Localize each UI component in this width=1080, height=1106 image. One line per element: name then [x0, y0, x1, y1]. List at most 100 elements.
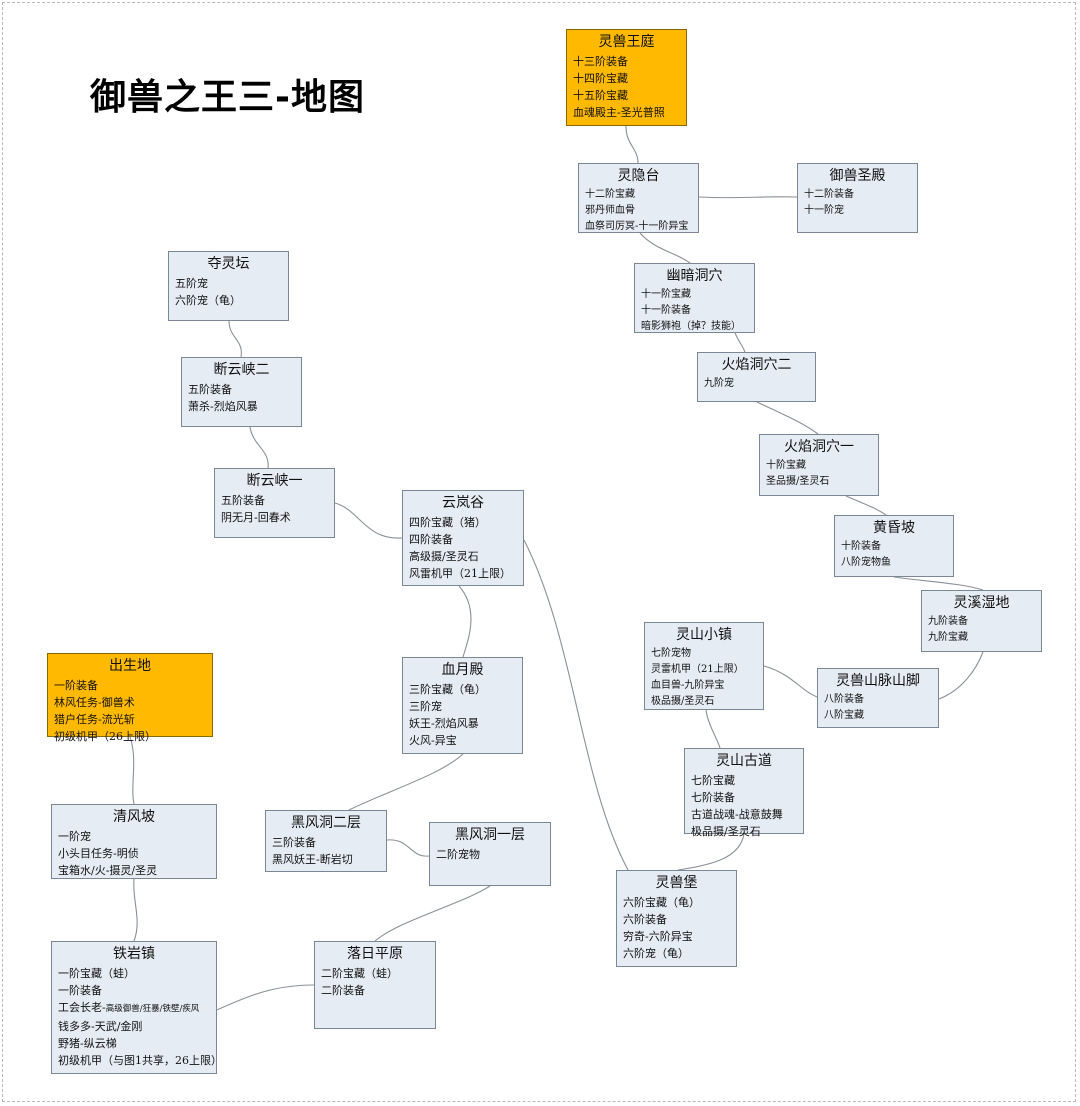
link-xueyuedian-heifeng2 — [348, 753, 464, 811]
node-detail-text: 极品摄/圣灵石 — [651, 696, 715, 707]
node-detail-line: 十阶宝藏 — [766, 458, 872, 474]
node-detail-line: 阴无月-回春术 — [221, 509, 328, 526]
node-detail-subtext: 高级御兽/狂暴/铁壁/疾风 — [105, 1004, 200, 1014]
node-detail-text: 钱多多-天武/金刚 — [58, 1020, 143, 1033]
node-details: 八阶装备八阶宝藏 — [824, 692, 932, 724]
node-detail-text: 五阶装备 — [188, 383, 232, 396]
node-huanghunpo: 黄昏坡十阶装备八阶宠物鱼 — [834, 515, 954, 577]
node-detail-line: 穷奇-六阶异宝 — [623, 928, 730, 945]
node-detail-line: 四阶装备 — [409, 531, 517, 548]
node-detail-text: 十一阶装备 — [641, 305, 691, 316]
node-lingshoubao: 灵兽堡六阶宝藏（龟） 六阶装备穷奇-六阶异宝六阶宠（龟） — [616, 870, 737, 967]
node-details: 十三阶装备十四阶宝藏十五阶宝藏血魂殿主-圣光普照 — [573, 53, 680, 121]
node-detail-text: 七阶宝藏 — [691, 774, 735, 787]
node-detail-text: 一阶装备 — [54, 679, 98, 692]
node-lingshanxiaozhen: 灵山小镇七阶宠物灵雷机甲（21上限）血目兽-九阶异宝极品摄/圣灵石 — [644, 622, 764, 710]
node-detail-line: 萧杀-烈焰风暴 — [188, 398, 295, 415]
node-title: 幽暗洞穴 — [666, 268, 723, 284]
node-detail-line: 六阶宝藏（龟） — [623, 894, 730, 911]
link-youandongxue-huoyan2 — [734, 332, 746, 353]
node-detail-text: 一阶宠 — [58, 830, 91, 843]
node-detail-text: 四阶装备 — [409, 533, 453, 546]
link-huanghunpo-lingxi — [893, 576, 984, 591]
node-duanyunxia1: 断云峡一五阶装备阴无月-回春术 — [214, 468, 335, 538]
node-detail-text: 一阶装备 — [58, 984, 102, 997]
diagram-title: 御兽之王三-地图 — [90, 77, 365, 118]
node-title: 灵兽堡 — [655, 875, 698, 891]
node-detail-line: 六阶宠（龟） — [175, 292, 282, 309]
node-detail-line: 十一阶装备 — [641, 303, 748, 319]
node-lingshoushanmaishanjiao: 灵兽山脉山脚八阶装备八阶宝藏 — [817, 668, 939, 728]
node-detail-line: 初级机甲（26上限） — [54, 728, 206, 745]
node-detail-text: 风雷机甲（21上限） — [409, 567, 511, 580]
link-duanyun2-duanyun1 — [249, 426, 269, 469]
link-gudao-lingshoubao — [677, 833, 745, 871]
node-detail-text: 三阶宠 — [409, 700, 442, 713]
node-details: 九阶装备九阶宝藏 — [928, 614, 1035, 646]
node-detail-text: 六阶宝藏（龟） — [623, 896, 700, 909]
node-details: 十阶宝藏圣品摄/圣灵石 — [766, 458, 872, 490]
node-detail-text: 邪丹师血骨 — [585, 205, 635, 216]
node-detail-line: 灵雷机甲（21上限） — [651, 662, 757, 678]
node-yunlangu: 云岚谷四阶宝藏（猪）四阶装备高级摄/圣灵石风雷机甲（21上限） — [402, 490, 524, 586]
node-detail-line: 风雷机甲（21上限） — [409, 565, 517, 582]
node-detail-text: 七阶宠物 — [651, 648, 691, 659]
node-details: 六阶宝藏（龟） 六阶装备穷奇-六阶异宝六阶宠（龟） — [623, 894, 730, 962]
node-detail-line: 八阶装备 — [824, 692, 932, 708]
node-detail-text: 八阶宝藏 — [824, 710, 864, 721]
node-detail-line: 七阶宠物 — [651, 646, 757, 662]
node-detail-line: 六阶装备 — [623, 911, 730, 928]
node-title: 黑风洞二层 — [291, 815, 361, 831]
node-detail-line: 妖王-烈焰风暴 — [409, 715, 516, 732]
node-detail-text: 八阶装备 — [824, 694, 864, 705]
node-title: 灵兽山脉山脚 — [836, 673, 920, 689]
node-detail-text: 八阶宠物鱼 — [841, 557, 891, 568]
node-detail-line: 工会长老-高级御兽/狂暴/铁壁/疾风 — [58, 999, 210, 1018]
node-detail-line: 火风-异宝 — [409, 732, 516, 749]
node-detail-line: 小头目任务-明侦 — [58, 845, 210, 862]
node-detail-line: 七阶宝藏 — [691, 772, 797, 789]
node-detail-text: 林风任务-御兽术 — [54, 696, 135, 709]
node-detail-text: 十五阶宝藏 — [573, 89, 628, 102]
node-detail-line: 六阶宠（龟） — [623, 945, 730, 962]
node-detail-line: 三阶宝藏（龟） — [409, 681, 516, 698]
node-detail-text: 十二阶装备 — [804, 189, 854, 200]
node-lingshangudao: 灵山古道七阶宝藏七阶装备古道战魂-战意鼓舞极品摄/圣灵石 — [684, 748, 804, 838]
node-detail-text: 小头目任务-明侦 — [58, 847, 139, 860]
link-wangting-lingyintai — [625, 125, 639, 164]
link-duanyun1-yunlangu — [334, 502, 403, 539]
node-detail-line: 五阶宠 — [175, 275, 282, 292]
node-title: 断云峡一 — [246, 473, 303, 489]
node-details: 二阶宠物 — [436, 846, 544, 863]
node-detail-text: 暗影狮袍（掉？技能） — [641, 321, 741, 332]
node-detail-line: 五阶装备 — [188, 381, 295, 398]
node-detail-line: 血目兽-九阶异宝 — [651, 678, 757, 694]
link-heifeng1-luori — [374, 885, 491, 942]
node-lingxishidi: 灵溪湿地九阶装备九阶宝藏 — [921, 590, 1042, 652]
node-detail-line: 十阶装备 — [841, 539, 947, 555]
node-detail-text: 灵雷机甲（21上限） — [651, 664, 744, 675]
node-detail-text: 二阶宠物 — [436, 848, 480, 861]
node-detail-line: 九阶宝藏 — [928, 630, 1035, 646]
node-detail-text: 初级机甲（26上限） — [54, 730, 156, 743]
node-detail-line: 十三阶装备 — [573, 53, 680, 70]
node-detail-line: 二阶宝藏（蛙） — [321, 965, 429, 982]
node-chushengdi: 出生地一阶装备林风任务-御兽术猎户任务-流光斩初级机甲（26上限） — [47, 653, 213, 743]
link-lingyintai-youandongxue — [639, 232, 691, 264]
node-detail-text: 高级摄/圣灵石 — [409, 550, 479, 563]
node-detail-line: 十二阶装备 — [804, 187, 911, 203]
node-details: 十二阶宝藏邪丹师血骨血祭司厉冥-十一阶异宝 — [585, 187, 692, 235]
node-detail-line: 钱多多-天武/金刚 — [58, 1018, 210, 1035]
node-detail-line: 五阶装备 — [221, 492, 328, 509]
node-detail-text: 十三阶装备 — [573, 55, 628, 68]
node-detail-text: 五阶宠 — [175, 277, 208, 290]
node-luoripingyuan: 落日平原二阶宝藏（蛙）二阶装备 — [314, 941, 436, 1029]
node-detail-line: 一阶装备 — [54, 677, 206, 694]
node-detail-text: 十阶装备 — [841, 541, 881, 552]
node-details: 一阶装备林风任务-御兽术猎户任务-流光斩初级机甲（26上限） — [54, 677, 206, 745]
node-detail-line: 林风任务-御兽术 — [54, 694, 206, 711]
node-title: 灵山古道 — [716, 753, 772, 769]
node-detail-text: 阴无月-回春术 — [221, 511, 291, 524]
